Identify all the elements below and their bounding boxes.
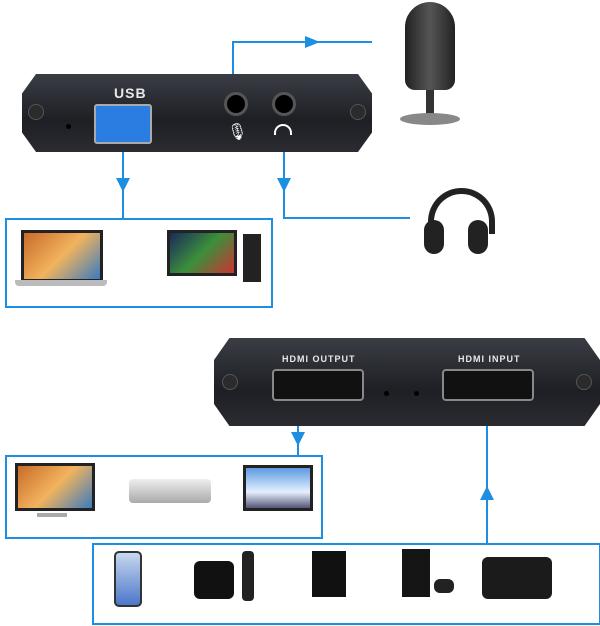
hdmi-output-label: HDMI OUTPUT <box>282 354 356 364</box>
display-devices-box <box>5 455 323 539</box>
hdmi-output-port <box>272 369 364 401</box>
apple-tv <box>194 561 234 599</box>
usb-label: USB <box>114 85 147 101</box>
computer-devices-box <box>5 218 273 308</box>
tv <box>243 465 313 511</box>
mic-line <box>232 41 372 75</box>
desktop-monitor <box>167 230 237 276</box>
desktop-tower <box>243 234 261 282</box>
arrow-down-icon <box>277 178 291 192</box>
hdmi-input-port <box>442 369 534 401</box>
arrow-up-icon <box>480 486 494 500</box>
monitor <box>15 463 95 511</box>
hdmi-input-label: HDMI INPUT <box>458 354 521 364</box>
led-indicator <box>66 124 71 129</box>
hdmi-capture-device: HDMI OUTPUT HDMI INPUT <box>214 338 600 426</box>
camcorder <box>482 557 552 599</box>
laptop <box>21 230 103 282</box>
monitor-stand <box>37 513 67 517</box>
microphone-base <box>400 113 460 125</box>
headset-ear-right <box>468 220 488 254</box>
headphone-icon <box>274 124 292 135</box>
usb-capture-device: USB 🎙 <box>22 74 372 152</box>
screw <box>28 104 44 120</box>
screw <box>350 104 366 120</box>
remote <box>242 551 254 601</box>
usb-port <box>94 104 152 144</box>
headset <box>428 188 495 234</box>
playstation <box>402 549 430 597</box>
screw <box>222 374 238 390</box>
projector <box>129 479 211 503</box>
headphone-line <box>283 150 410 219</box>
xbox <box>312 551 346 597</box>
microphone <box>405 2 455 90</box>
controller <box>434 579 454 593</box>
arrow-right-icon <box>305 36 320 48</box>
headphone-jack <box>272 92 296 116</box>
led-indicator <box>414 391 419 396</box>
laptop-base <box>15 280 107 286</box>
smartphone <box>114 551 142 607</box>
screw <box>576 374 592 390</box>
arrow-down-icon <box>116 178 130 192</box>
arrow-down-icon <box>291 432 305 446</box>
source-devices-box <box>92 543 600 625</box>
headset-ear-left <box>424 220 444 254</box>
microphone-icon: 🎙 <box>227 124 248 141</box>
mic-jack <box>224 92 248 116</box>
microphone-stand <box>426 90 434 115</box>
led-indicator <box>384 391 389 396</box>
